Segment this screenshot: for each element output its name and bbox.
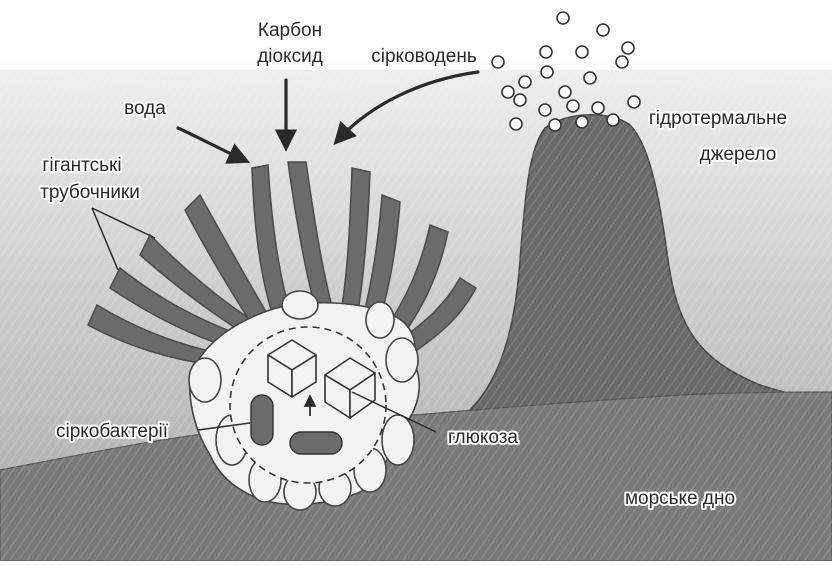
label-giant-tubeworms-line1: гігантські bbox=[42, 155, 121, 176]
label-hydrothermal-vent-line2: джерело bbox=[700, 144, 777, 165]
label-hydrogen-sulfide: сірководень bbox=[371, 46, 477, 67]
label-hydrothermal-vent-line1: гідротермальне bbox=[649, 108, 787, 129]
label-glucose: глюкоза bbox=[448, 427, 518, 448]
label-carbon-dioxide-line2: діоксид bbox=[257, 46, 323, 67]
label-giant-tubeworms-line2: трубочники bbox=[40, 182, 140, 203]
label-sea-floor: морське дно bbox=[625, 488, 735, 509]
label-sulfur-bacteria: сіркобактерії bbox=[56, 421, 169, 442]
label-carbon-dioxide-line1: Карбон bbox=[258, 20, 322, 41]
label-water: вода bbox=[124, 98, 166, 119]
